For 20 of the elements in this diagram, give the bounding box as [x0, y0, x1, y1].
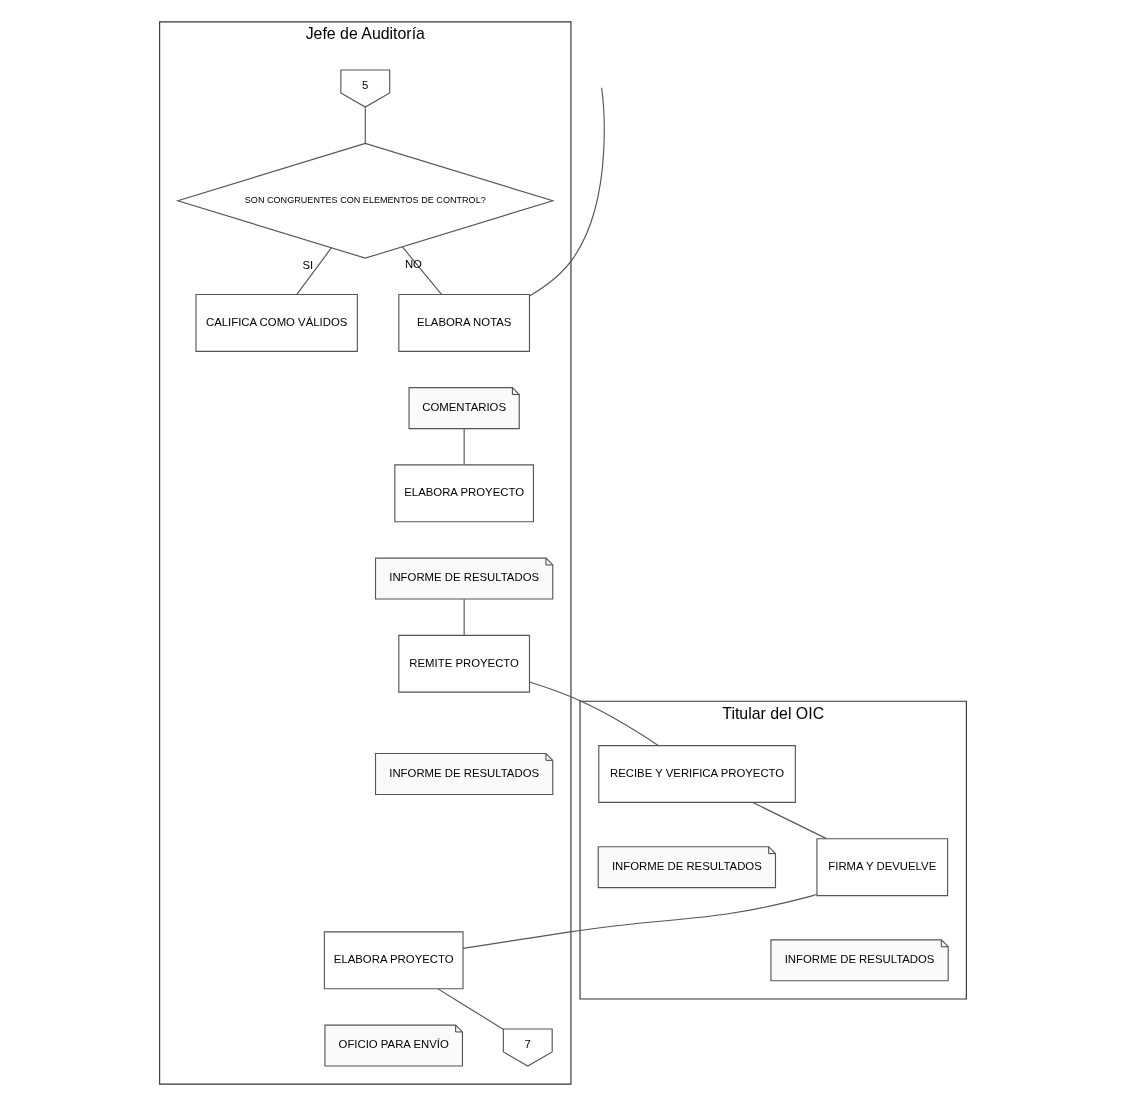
connector [528, 681, 659, 746]
edge-label: NO [404, 257, 422, 270]
node-diamond: SON CONGRUENTES CON ELEMENTOS DE CONTROL? [175, 142, 555, 259]
node-box: ELABORA PROYECTO [323, 931, 464, 990]
connector [295, 247, 332, 295]
node-box: CALIFICA COMO VÁLIDOS [194, 293, 358, 352]
connector [463, 428, 465, 466]
node-box: ELABORA NOTAS [397, 293, 530, 352]
connector [462, 893, 817, 949]
connector [463, 598, 465, 636]
node-box: REMITE PROYECTO [397, 634, 530, 693]
connector [751, 801, 827, 840]
connector [436, 988, 504, 1030]
node-box: RECIBE Y VERIFICA PROYECTO [597, 745, 796, 803]
connector [528, 87, 605, 297]
edge-label: SI [301, 258, 313, 271]
connector [364, 106, 366, 144]
connector [401, 246, 442, 295]
node-box: FIRMA Y DEVUELVE [815, 838, 948, 897]
node-box: ELABORA PROYECTO [393, 464, 534, 523]
